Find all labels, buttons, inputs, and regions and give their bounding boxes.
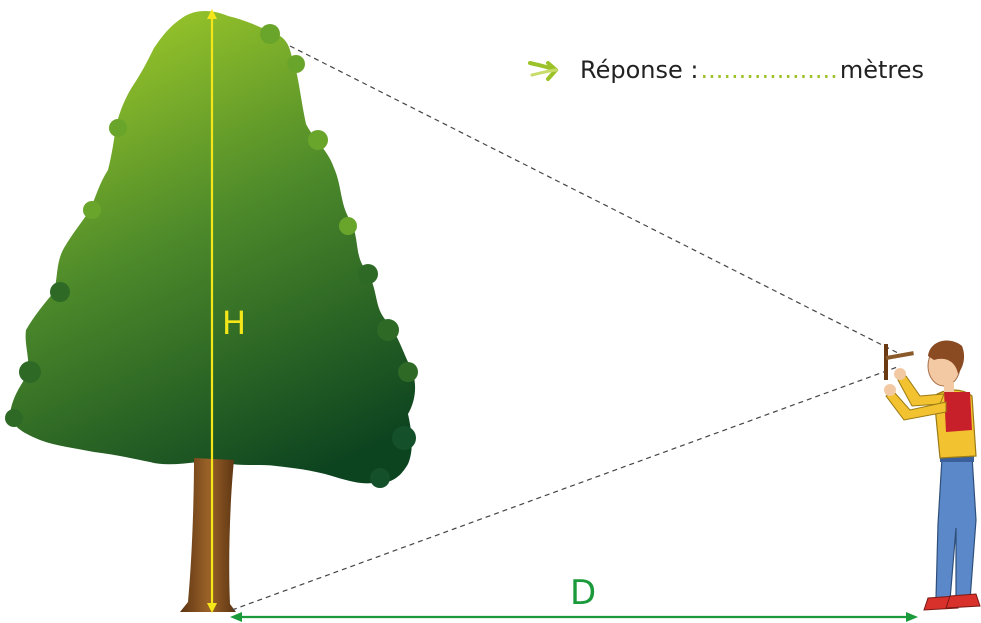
answer-blank[interactable]: ..................	[700, 56, 838, 84]
tree-foliage-dark	[370, 426, 416, 488]
person-measuring	[884, 340, 981, 611]
tree-foliage-shade	[5, 264, 418, 427]
sight-line-top	[289, 45, 901, 355]
arrow-right-icon	[528, 61, 558, 81]
answer-prefix: Réponse :	[580, 56, 699, 84]
tree-foliage-edge	[83, 24, 357, 235]
distance-label: D	[570, 573, 596, 613]
tree-trunk	[180, 458, 236, 612]
height-label: H	[222, 304, 246, 342]
answer-unit: mètres	[839, 56, 924, 84]
sight-line-bottom	[231, 365, 901, 611]
answer-line: Réponse : .................. mètres	[528, 50, 924, 90]
